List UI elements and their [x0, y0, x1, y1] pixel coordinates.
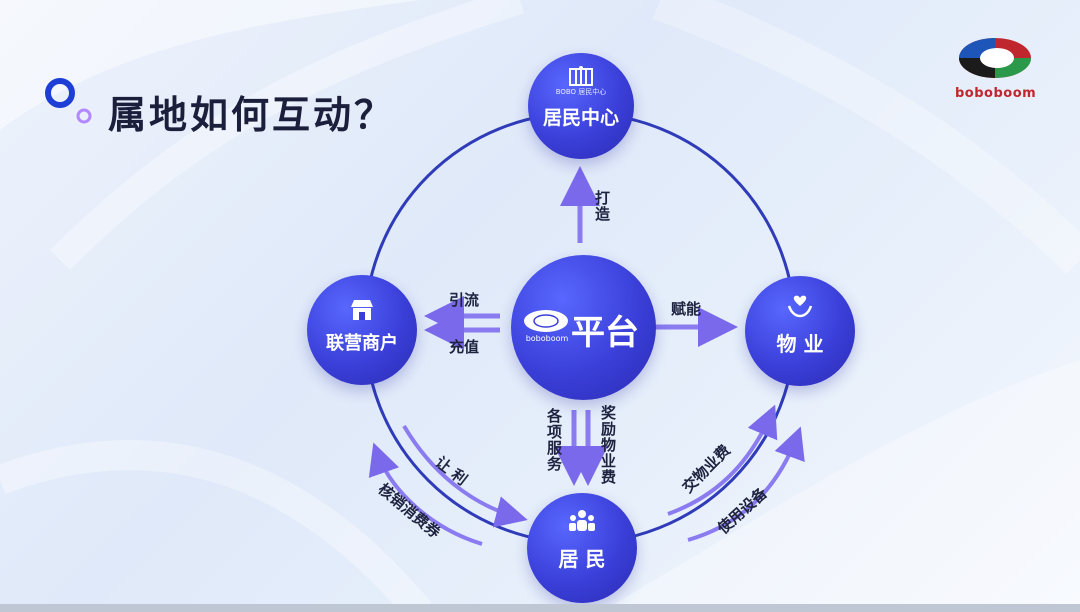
bottom-bar: [0, 604, 1080, 612]
node-property-management-label: 物 业: [776, 332, 824, 356]
edge-label-traffic: 引流: [449, 291, 480, 309]
brand-logo-icon: [959, 38, 1031, 78]
node-resident-center-label: 居民中心: [542, 107, 619, 129]
brand-logo: boboboom: [955, 36, 1037, 101]
edge-label-services: 各项服务: [545, 408, 563, 472]
edge-label-build: 打造: [593, 190, 611, 222]
edge-label-empower: 赋能: [671, 300, 702, 318]
node-platform-mini-logo-text: boboboom: [525, 334, 569, 343]
node-residents-label: 居 民: [558, 547, 606, 571]
people-icon: [569, 510, 595, 531]
hand-heart-icon: [787, 295, 813, 318]
node-platform: boboboom 平台: [511, 255, 656, 400]
arrow-bottom-to-right-inner: [667, 404, 778, 516]
edge-label-recharge: 充值: [449, 338, 480, 356]
arrow-left-to-bottom: [402, 424, 528, 528]
node-residents: 居 民: [527, 493, 637, 603]
node-partner-merchant-label: 联营商户: [326, 333, 398, 354]
node-resident-center: BOBO 居民中心 居民中心: [528, 53, 634, 159]
arrow-bottom-to-left: [368, 442, 483, 546]
node-resident-center-caption: BOBO 居民中心: [555, 88, 607, 96]
title-decoration-icon: [45, 78, 92, 124]
platform-mini-logo-icon: [524, 310, 568, 332]
node-platform-label: 平台: [571, 313, 639, 353]
page-title: 属地如何互动？: [108, 93, 396, 137]
arrow-bottom-to-right-outer: [687, 426, 805, 542]
brand-logo-text: boboboom: [955, 86, 1037, 101]
building-icon: [569, 66, 593, 86]
store-icon: [351, 300, 373, 320]
edge-label-fee-reward: 奖励物业费: [599, 405, 617, 485]
node-property-management: 物 业: [745, 276, 855, 386]
node-partner-merchant: 联营商户: [307, 275, 417, 385]
